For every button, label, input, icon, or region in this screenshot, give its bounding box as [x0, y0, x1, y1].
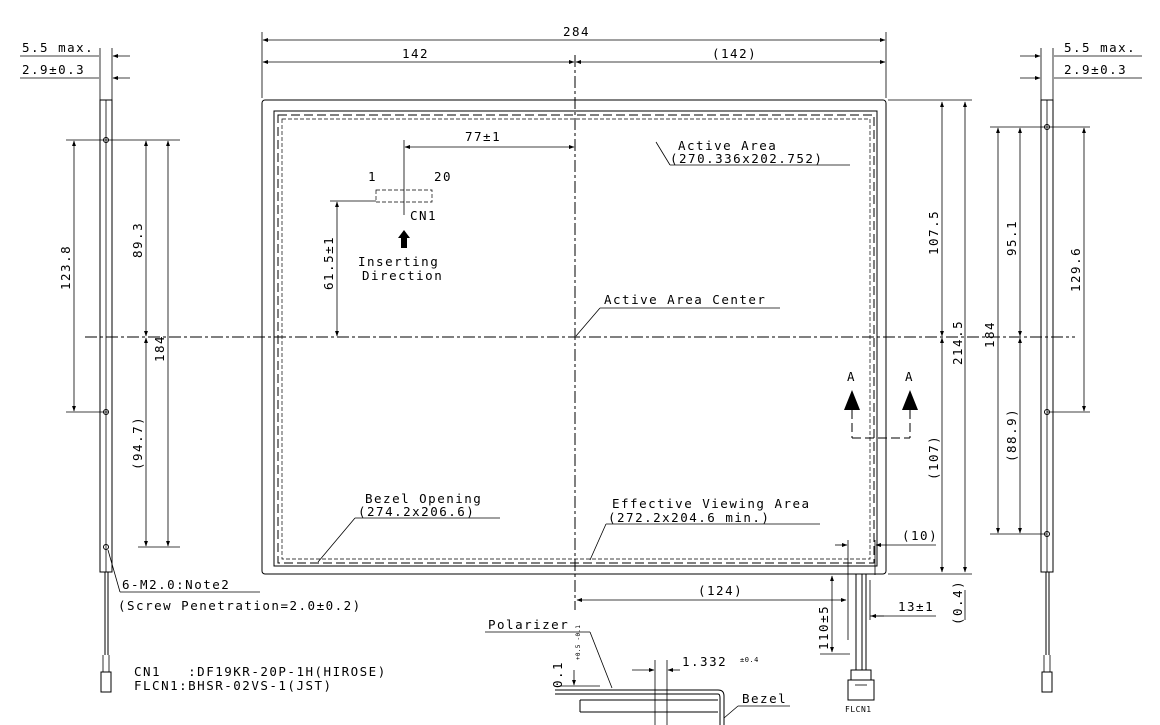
dim-123-8: 123.8	[58, 245, 73, 290]
screw-label: 6-M2.0:Note2	[122, 577, 230, 592]
section-a-left: A	[847, 369, 856, 384]
left-thickness: 2.9±0.3	[22, 62, 85, 77]
dim-142-ref: (142)	[712, 46, 757, 61]
dim-61-5: 61.5±1	[321, 236, 336, 290]
right-thickness-max: 5.5 max.	[1064, 40, 1136, 55]
polarizer-label: Polarizer	[488, 617, 569, 632]
top-dimensions	[261, 32, 887, 98]
dim-107-5: 107.5	[926, 210, 941, 255]
flcn1-tag: FLCN1	[845, 705, 872, 714]
left-thickness-max: 5.5 max.	[22, 40, 94, 55]
dim-110: 110±5	[816, 605, 831, 650]
note-cn1: CN1 :DF19KR-20P-1H(HIROSE)	[134, 664, 387, 679]
bezel-label: Bezel	[742, 691, 787, 706]
dim-10: (10)	[902, 528, 938, 543]
dim-94-7: (94.7)	[130, 416, 145, 470]
bezel-opening-label: Bezel Opening	[365, 491, 482, 506]
dim-214-5: 214.5	[950, 320, 965, 365]
dim-13: 13±1	[898, 599, 934, 614]
section-a-right: A	[905, 369, 914, 384]
screw-penetration: (Screw Penetration=2.0±0.2)	[118, 598, 362, 613]
active-area-size: (270.336x202.752)	[670, 151, 823, 166]
flcn1-cable	[847, 574, 875, 701]
panel-height-dimensions	[888, 99, 972, 620]
bezel-opening-size: (274.2x206.6)	[358, 504, 475, 519]
dim-89-3: 89.3	[130, 222, 145, 258]
dim-88-9: (88.9)	[1004, 408, 1019, 462]
dim-184-right: 184	[982, 321, 997, 348]
cn1-pin-20: 20	[434, 169, 452, 184]
dim-142: 142	[402, 46, 429, 61]
left-side-view	[20, 48, 260, 693]
dim-284: 284	[563, 24, 590, 39]
active-area-center-label: Active Area Center	[604, 292, 766, 307]
eva-size: (272.2x204.6 min.)	[608, 510, 770, 525]
direction-label: Direction	[362, 268, 443, 283]
cn1-pin-1: 1	[368, 169, 377, 184]
bottom-dimensions	[576, 540, 936, 655]
dim-1-332: 1.332	[682, 654, 727, 669]
right-side-view	[990, 48, 1142, 693]
center-lines	[85, 55, 1075, 610]
active-area-label: Active Area	[678, 138, 777, 153]
cn1-connector	[330, 140, 575, 337]
dim-1-332-tol: ±0.4	[740, 656, 759, 664]
dim-124: (124)	[698, 583, 743, 598]
section-a-marker	[844, 390, 918, 439]
cn1-label: CN1	[410, 208, 437, 223]
section-detail	[485, 631, 790, 725]
dim-107: (107)	[926, 435, 941, 480]
dim-184-left: 184	[152, 335, 167, 362]
dim-0-4: (0.4)	[950, 580, 965, 625]
dim-95-1: 95.1	[1004, 220, 1019, 256]
eva-label: Effective Viewing Area	[612, 496, 811, 511]
dim-129-6: 129.6	[1068, 247, 1083, 292]
dim-0-1-tol: +0.5 -0.1	[575, 625, 582, 660]
dim-0-1: 0.1	[550, 661, 565, 688]
dim-77: 77±1	[465, 129, 501, 144]
inserting-label: Inserting	[358, 254, 439, 269]
note-flcn1: FLCN1:BHSR-02VS-1(JST)	[134, 678, 333, 693]
right-thickness: 2.9±0.3	[1064, 62, 1127, 77]
